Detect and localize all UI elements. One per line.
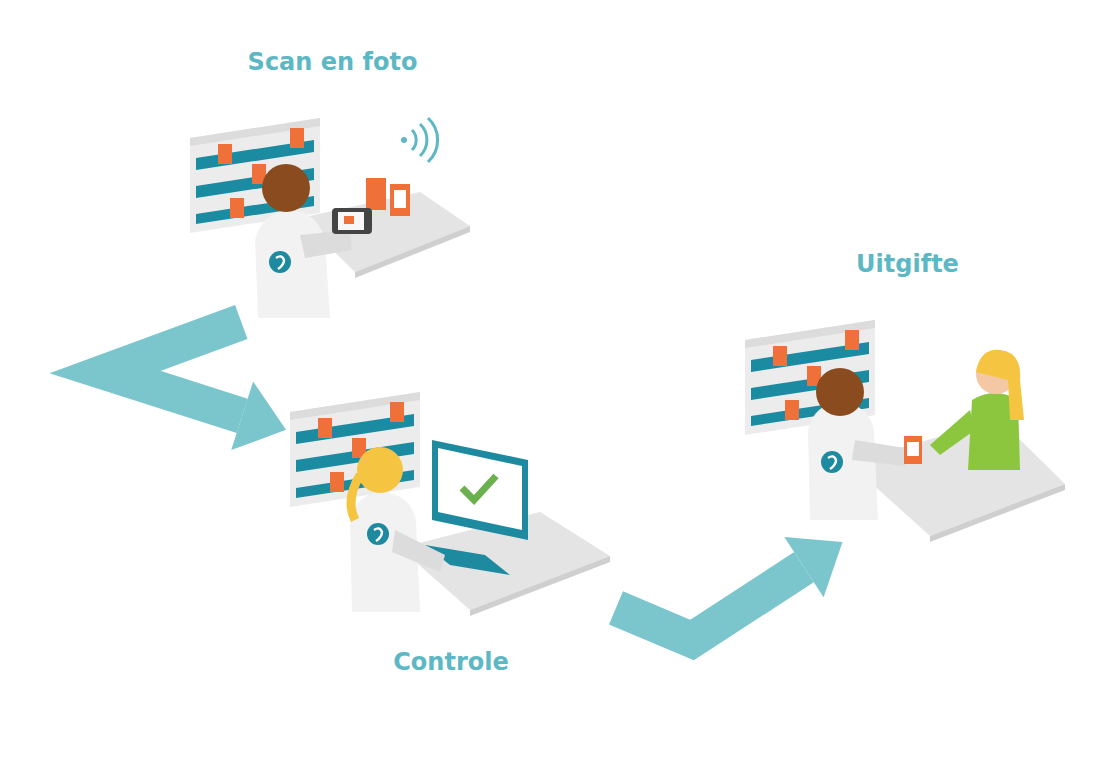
scene-heading: Scan en foto [242, 46, 424, 78]
dispense-scene [745, 320, 1065, 542]
scan-scene [190, 118, 470, 318]
control-scene [290, 392, 610, 616]
arrow-head [784, 537, 842, 597]
arrow-body [105, 322, 242, 416]
flow-arrow [105, 322, 286, 450]
arrow-body [616, 567, 804, 640]
arrow-head [231, 382, 286, 451]
flow-arrow [616, 537, 843, 640]
scene-node: Uitgifte [745, 248, 1070, 542]
scene-node: Controle [286, 386, 616, 678]
scene-heading: Uitgifte [850, 248, 965, 280]
scene-heading: Controle [387, 646, 515, 678]
scene-node: Scan en foto [190, 46, 475, 322]
